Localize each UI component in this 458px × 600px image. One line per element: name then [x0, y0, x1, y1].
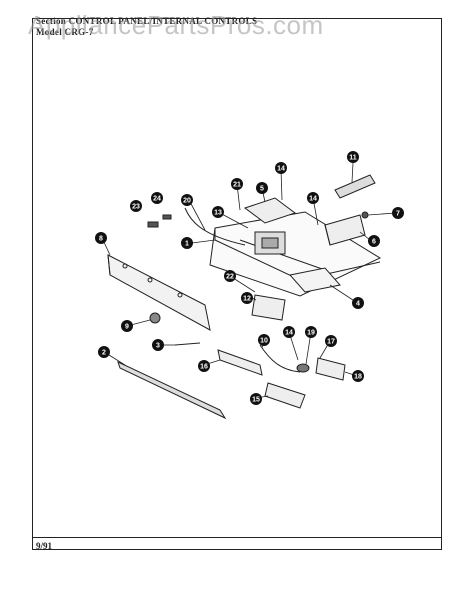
- callout-9: 9: [121, 320, 133, 332]
- svg-text:17: 17: [327, 339, 335, 346]
- callout-19: 19: [305, 326, 317, 338]
- svg-text:19: 19: [307, 330, 315, 337]
- svg-text:12: 12: [243, 296, 251, 303]
- svg-text:4: 4: [356, 301, 360, 308]
- callout-18: 18: [352, 370, 364, 382]
- svg-text:14: 14: [277, 166, 285, 173]
- svg-text:22: 22: [226, 274, 234, 281]
- callout-6: 6: [368, 235, 380, 247]
- callout-3: 3: [152, 339, 164, 351]
- svg-text:9: 9: [125, 324, 129, 331]
- spring-23: [147, 221, 159, 228]
- callout-24: 24: [151, 192, 163, 204]
- callout-15: 15: [250, 393, 262, 405]
- callout-1: 1: [181, 237, 193, 249]
- svg-text:24: 24: [153, 196, 161, 203]
- bracket-15: [264, 382, 306, 409]
- igniter-coil: [296, 363, 310, 373]
- lower-plate: [289, 267, 341, 293]
- svg-text:21: 21: [233, 182, 241, 189]
- svg-text:15: 15: [252, 397, 260, 404]
- revision-date: 9/91: [36, 541, 53, 551]
- callout-20: 20: [181, 194, 193, 206]
- callout-2: 2: [98, 346, 110, 358]
- lower-rail: [117, 361, 227, 420]
- svg-text:14: 14: [309, 196, 317, 203]
- callout-14b: 14: [307, 192, 319, 204]
- svg-text:8: 8: [99, 236, 103, 243]
- callout-8: 8: [95, 232, 107, 244]
- valve-box: [251, 294, 286, 321]
- plate-18: [315, 357, 346, 381]
- manifold-tube: [184, 207, 246, 246]
- svg-text:3: 3: [156, 343, 160, 350]
- callout-13: 13: [212, 206, 224, 218]
- footer-rule: [32, 537, 442, 538]
- knob: [149, 312, 161, 324]
- svg-text:23: 23: [132, 204, 140, 211]
- terminal-box: [324, 214, 366, 246]
- callout-11: 11: [347, 151, 359, 163]
- callout-14a: 14: [275, 162, 287, 174]
- watermark-logo: AppliancePartsPros.com: [28, 10, 324, 40]
- svg-text:10: 10: [260, 338, 268, 345]
- svg-text:14: 14: [285, 330, 293, 337]
- bracket-11: [334, 174, 376, 199]
- svg-text:16: 16: [200, 364, 208, 371]
- wire-harness: [259, 344, 301, 373]
- callout-17: 17: [325, 335, 337, 347]
- svg-text:18: 18: [354, 374, 362, 381]
- svg-text:13: 13: [214, 210, 222, 217]
- model-label: Model CRG-7: [36, 27, 94, 37]
- callout-7: 7: [392, 207, 404, 219]
- svg-text:1: 1: [185, 241, 189, 248]
- section-title: Section CONTROL PANEL/INTERNAL CONTROLS: [36, 16, 258, 26]
- callout-16: 16: [198, 360, 210, 372]
- svg-text:20: 20: [183, 198, 191, 205]
- callout-12: 12: [241, 292, 253, 304]
- diagram-header: Section CONTROL PANEL/INTERNAL CONTROLS …: [36, 16, 257, 38]
- callout-10: 10: [258, 334, 270, 346]
- svg-text:2: 2: [102, 350, 106, 357]
- callout-22: 22: [224, 270, 236, 282]
- svg-text:6: 6: [372, 239, 376, 246]
- svg-text:7: 7: [396, 211, 400, 218]
- svg-text:5: 5: [260, 186, 264, 193]
- callout-21: 21: [231, 178, 243, 190]
- callout-23: 23: [130, 200, 142, 212]
- bracket-16: [217, 349, 263, 376]
- spring-24: [162, 214, 172, 220]
- svg-text:11: 11: [349, 155, 357, 162]
- diagram-frame: [32, 18, 442, 550]
- callout-14c: 14: [283, 326, 295, 338]
- callout-5: 5: [256, 182, 268, 194]
- callout-4: 4: [352, 297, 364, 309]
- clip-7: [361, 211, 369, 219]
